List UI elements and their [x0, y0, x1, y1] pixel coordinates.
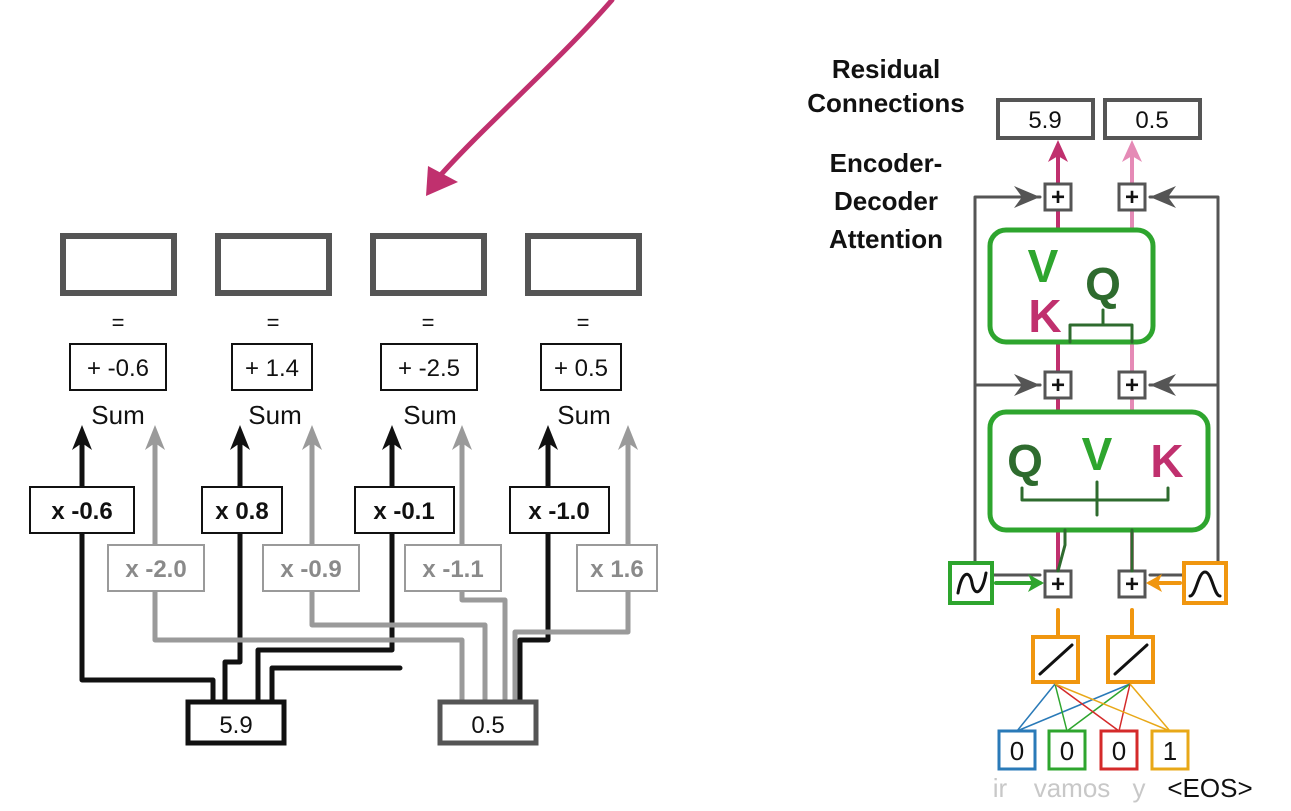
weight-dark-3: x -0.1: [373, 498, 434, 525]
residual-label-line-2: Connections: [807, 88, 964, 118]
dark-weight-boxes: [29, 486, 610, 534]
light-weight-boxes: [107, 544, 658, 592]
output-box-4: [525, 233, 642, 296]
dark-input-wires: [79, 437, 551, 708]
positional-encoding-cos: [1146, 561, 1228, 605]
residual-output-value-1: 5.9: [1028, 107, 1061, 134]
selfattn-letter-v: V: [1082, 428, 1113, 480]
encdec-letter-q: Q: [1085, 258, 1121, 310]
embedding-nodes: [1031, 635, 1155, 684]
one-hot-value-2: 0: [1060, 736, 1074, 766]
stream-arrowheads: [1048, 140, 1142, 162]
attention-label-line-1: Encoder-: [830, 148, 943, 178]
output-box-3: [370, 233, 487, 296]
weight-light-2: x -0.9: [280, 556, 341, 583]
one-hot-value-3: 0: [1112, 736, 1126, 766]
plus-encdec-1: +: [1051, 184, 1065, 211]
weight-dark-1: x -0.6: [51, 498, 112, 525]
selfattn-letter-q: Q: [1007, 435, 1043, 487]
attention-label-line-3: Attention: [829, 224, 943, 254]
residual-output-value-2: 0.5: [1135, 107, 1168, 134]
plus-selfattn-1: +: [1051, 372, 1065, 399]
selfattn-letter-k: K: [1150, 435, 1183, 487]
bias-boxes: [69, 343, 622, 391]
residual-output-box-2: [1103, 98, 1202, 140]
bias-term-2: + 1.4: [245, 355, 299, 382]
output-box-2: [215, 233, 332, 296]
encdec-letter-k: K: [1028, 290, 1061, 342]
encdec-letter-v: V: [1028, 240, 1059, 292]
light-input-wires: [152, 437, 631, 708]
plus-encdec-2: +: [1125, 184, 1139, 211]
output-box-1: [60, 233, 177, 296]
one-hot-inputs: [997, 729, 1190, 771]
weight-light-4: x 1.6: [590, 556, 643, 583]
one-hot-value-4: 1: [1163, 736, 1177, 766]
output-boxes: [60, 233, 642, 296]
sum-label-3: Sum: [403, 400, 456, 430]
input-value-2: 0.5: [471, 712, 504, 739]
weight-dark-2: x 0.8: [215, 498, 268, 525]
one-hot-value-1: 0: [1010, 736, 1024, 766]
bias-term-1: + -0.6: [87, 355, 149, 382]
input-box-2: [437, 699, 539, 746]
dark-arrowheads: [72, 425, 558, 450]
token-eos: <EOS>: [1167, 773, 1252, 803]
input-box-1: [185, 699, 287, 746]
sum-label-2: Sum: [248, 400, 301, 430]
attention-label-line-2: Decoder: [834, 186, 938, 216]
light-arrowheads: [145, 425, 638, 450]
one-hot-connections: [1016, 683, 1171, 732]
token-ir: ir: [993, 773, 1008, 803]
weight-light-1: x -2.0: [125, 556, 186, 583]
input-value-1: 5.9: [219, 712, 252, 739]
plus-posenc-1: +: [1051, 571, 1065, 598]
positional-encoding-sin: [948, 561, 1044, 605]
plus-selfattn-2: +: [1125, 372, 1139, 399]
bias-term-3: + -2.5: [398, 355, 460, 382]
token-y: y: [1133, 773, 1146, 803]
incoming-curved-arrow: [426, 0, 615, 196]
sum-label-1: Sum: [91, 400, 144, 430]
equals-sign-2: =: [267, 310, 280, 335]
residual-output-box-1: [996, 98, 1095, 140]
token-vamos: vamos: [1034, 773, 1111, 803]
equals-sign-1: =: [112, 310, 125, 335]
equals-sign-3: =: [422, 310, 435, 335]
weight-light-3: x -1.1: [422, 556, 483, 583]
plus-posenc-2: +: [1125, 571, 1139, 598]
residual-label-line-1: Residual: [832, 54, 940, 84]
equals-sign-4: =: [577, 310, 590, 335]
weight-dark-4: x -1.0: [528, 498, 589, 525]
add-nodes: + + + + + +: [1043, 182, 1147, 599]
sum-label-4: Sum: [557, 400, 610, 430]
bias-term-4: + 0.5: [554, 355, 608, 382]
